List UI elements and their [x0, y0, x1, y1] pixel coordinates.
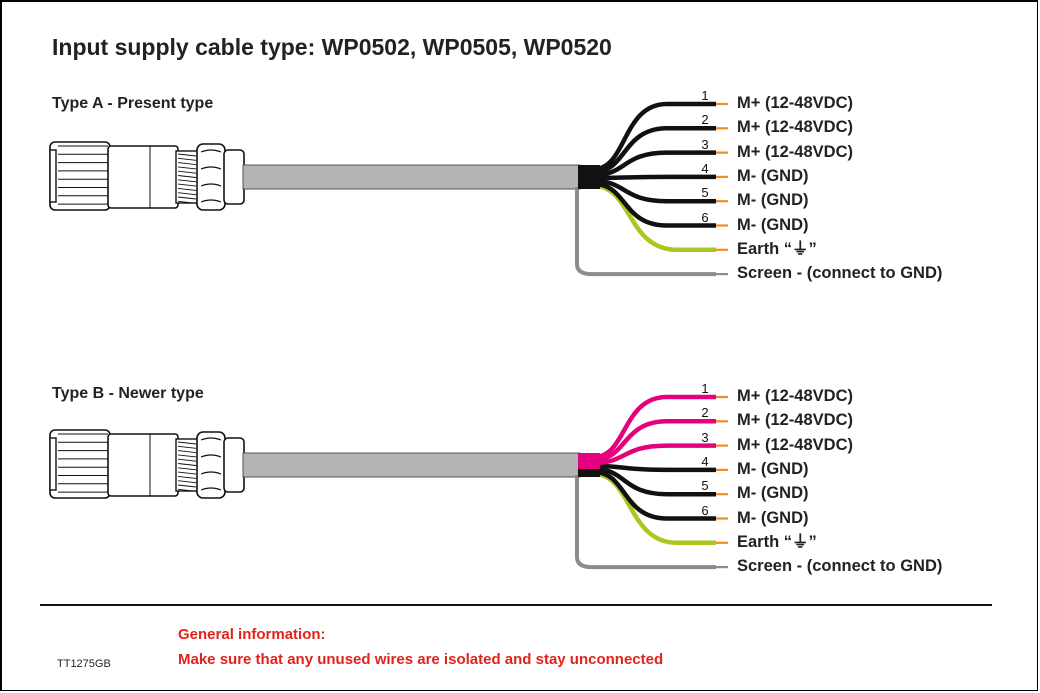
wire-screen [575, 187, 716, 277]
thread-line [177, 471, 197, 475]
gland-sleeve [223, 149, 245, 205]
wire-number: 2 [701, 405, 709, 421]
wire-label: Earth “⏚” [737, 532, 817, 551]
thread-line [177, 450, 197, 454]
wire-number: 5 [701, 478, 709, 494]
wire-label: Screen - (connect to GND) [737, 264, 943, 283]
wire-label: M- (GND) [737, 166, 809, 185]
wire-label: M+ (12-48VDC) [737, 94, 853, 112]
thread-line [177, 175, 197, 178]
wire-label: M+ (12-48VDC) [737, 118, 853, 137]
thread-line [177, 480, 197, 484]
thread-line [177, 170, 197, 174]
wire-label: M- (GND) [737, 191, 809, 210]
info-heading: General information: [178, 626, 326, 643]
cable-b [49, 394, 728, 570]
nut-flat [200, 437, 222, 491]
wire-number: 3 [701, 429, 709, 445]
connector-body [107, 433, 179, 497]
thread-line [177, 183, 197, 187]
thread-line [177, 467, 197, 471]
thread-line [177, 200, 197, 204]
info-text: Make sure that any unused wires are isol… [178, 651, 664, 668]
wire-label: Earth “⏚” [737, 239, 817, 258]
thread-line [177, 179, 197, 183]
wire-number: 4 [701, 453, 709, 469]
wire-number: 2 [701, 112, 709, 128]
wire-number: 6 [701, 209, 709, 225]
cable-b-label: Type B - Newer type [52, 385, 204, 402]
connector-ring [49, 141, 111, 211]
nut-flat [200, 149, 222, 203]
thread-line [177, 484, 197, 488]
wire-bundle-lower [578, 469, 600, 477]
connector-face [49, 149, 57, 203]
cable-a-label: Type A - Present type [52, 95, 214, 112]
wire-label: M+ (12-48VDC) [737, 142, 853, 161]
thread-line [177, 162, 197, 166]
wire-number: 5 [701, 185, 709, 201]
connector-face [49, 437, 57, 491]
thread-line [177, 463, 197, 466]
thread-line [177, 187, 197, 191]
wire-number: 1 [701, 381, 709, 396]
thread-line [177, 441, 197, 445]
wire-label: M- (GND) [737, 459, 809, 478]
wire-label: M- (GND) [737, 484, 809, 503]
wire-bundle-lower [578, 181, 600, 189]
wire-1 [582, 101, 716, 172]
wire-number: 3 [701, 136, 709, 152]
thread-line [177, 157, 197, 161]
thread-line [177, 475, 197, 479]
wire-number: 1 [701, 88, 709, 103]
thread-line [177, 192, 197, 196]
wire-label: M+ (12-48VDC) [737, 435, 853, 454]
thread-line [177, 488, 197, 492]
connector-body [107, 145, 179, 209]
wire-screen [575, 475, 716, 570]
wire-earth [582, 183, 716, 253]
wire-number: 4 [701, 160, 709, 176]
cable-jacket [242, 164, 581, 190]
cable-a [49, 101, 728, 277]
wire-4 [582, 174, 716, 181]
divider [40, 604, 992, 606]
gland-sleeve [223, 437, 245, 493]
wire-label: M- (GND) [737, 508, 809, 527]
wire-6 [582, 181, 716, 228]
wire-label: M+ (12-48VDC) [737, 387, 853, 405]
thread-line [177, 454, 197, 458]
thread-line [177, 153, 197, 157]
wire-earth [582, 471, 716, 546]
wire-label: Screen - (connect to GND) [737, 557, 943, 576]
thread-line [177, 196, 197, 200]
document-code: TT1275GB [57, 658, 111, 670]
thread-line [177, 166, 197, 170]
thread-line [177, 445, 197, 449]
page-title: Input supply cable type: WP0502, WP0505,… [52, 34, 612, 60]
thread-line [177, 458, 197, 462]
cable-jacket [242, 452, 581, 478]
wire-label: M- (GND) [737, 215, 809, 234]
wire-label: M+ (12-48VDC) [737, 411, 853, 430]
wire-number: 6 [701, 502, 709, 518]
connector-ring [49, 429, 111, 499]
